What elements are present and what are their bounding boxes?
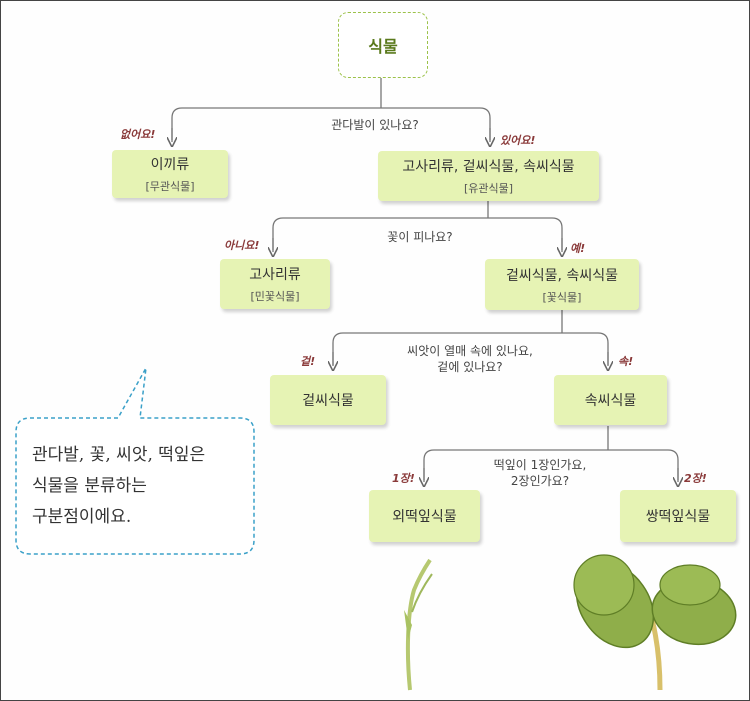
node-angiosperm-label: 속씨식물 [584, 393, 637, 409]
answer-inside: 속! [618, 355, 634, 368]
answer-no-flower: 아니요! [224, 239, 260, 252]
question-seed-line2: 겉에 있나요? [437, 360, 503, 374]
node-seed-sub: [꽃식물] [542, 290, 582, 304]
monocot-seedling-illustration [404, 558, 433, 691]
node-dicot: 쌍떡잎식물 [620, 490, 736, 542]
node-seed-label: 겉씨식물, 속씨식물 [506, 267, 618, 284]
answer-one-cotyledon: 1장! [392, 472, 415, 485]
speech-bubble-text: 관다발, 꽃, 씨앗, 떡잎은 식물을 분류하는 구분점이에요. [32, 440, 252, 533]
connector-q3 [332, 332, 609, 365]
question-cotyledon-line1: 떡잎이 1장인가요, [493, 458, 587, 472]
answer-yes-vascular: 있어요! [500, 134, 536, 147]
node-seed-plants: 겉씨식물, 속씨식물 [꽃식물] [485, 259, 639, 310]
connector-q1 [171, 107, 491, 140]
node-moss-sub: [무관식물] [145, 180, 195, 193]
node-fern: 고사리류 [민꽃식물] [220, 259, 330, 309]
node-moss-label: 이끼류 [150, 157, 190, 173]
node-fern-label: 고사리류 [249, 267, 301, 283]
node-gymnosperm: 겉씨식물 [270, 375, 386, 425]
bubble-line-2: 식물을 분류하는 [32, 476, 147, 496]
node-monocot: 외떡잎식물 [369, 490, 480, 542]
answer-yes-flower: 예! [570, 242, 586, 255]
node-vascular-plants: 고사리류, 겉씨식물, 속씨식물 [유관식물] [378, 151, 599, 201]
root-node-plants: 식물 [338, 12, 428, 78]
speech-bubble [15, 367, 255, 555]
answer-outside: 겉! [300, 355, 316, 368]
question-flower: 꽃이 피나요? [387, 230, 453, 244]
node-dicot-label: 쌍떡잎식물 [645, 509, 711, 525]
question-vascular-bundle: 관다발이 있나요? [331, 118, 419, 132]
dicot-seedling-illustration [573, 554, 737, 691]
connector-q4 [423, 449, 679, 480]
question-seed-line1: 씨앗이 열매 속에 있나요, [407, 344, 533, 358]
node-gymnosperm-label: 겉씨식물 [302, 393, 354, 409]
connector-q2 [272, 217, 563, 250]
node-vascular-sub: [유관식물] [463, 182, 514, 195]
answer-two-cotyledons: 2장! [684, 472, 707, 485]
node-vascular-label: 고사리류, 겉씨식물, 속씨식물 [402, 159, 575, 175]
node-monocot-label: 외떡잎식물 [392, 509, 457, 525]
node-angiosperm: 속씨식물 [554, 375, 667, 425]
question-cotyledon-line2: 2장인가요? [510, 474, 570, 488]
answer-no-vascular: 없어요! [120, 128, 156, 141]
node-fern-sub: [민꽃식물] [250, 290, 300, 303]
node-moss: 이끼류 [무관식물] [112, 150, 228, 198]
bubble-line-3: 구분점이에요. [32, 507, 132, 527]
bubble-line-1: 관다발, 꽃, 씨앗, 떡잎은 [32, 445, 206, 465]
